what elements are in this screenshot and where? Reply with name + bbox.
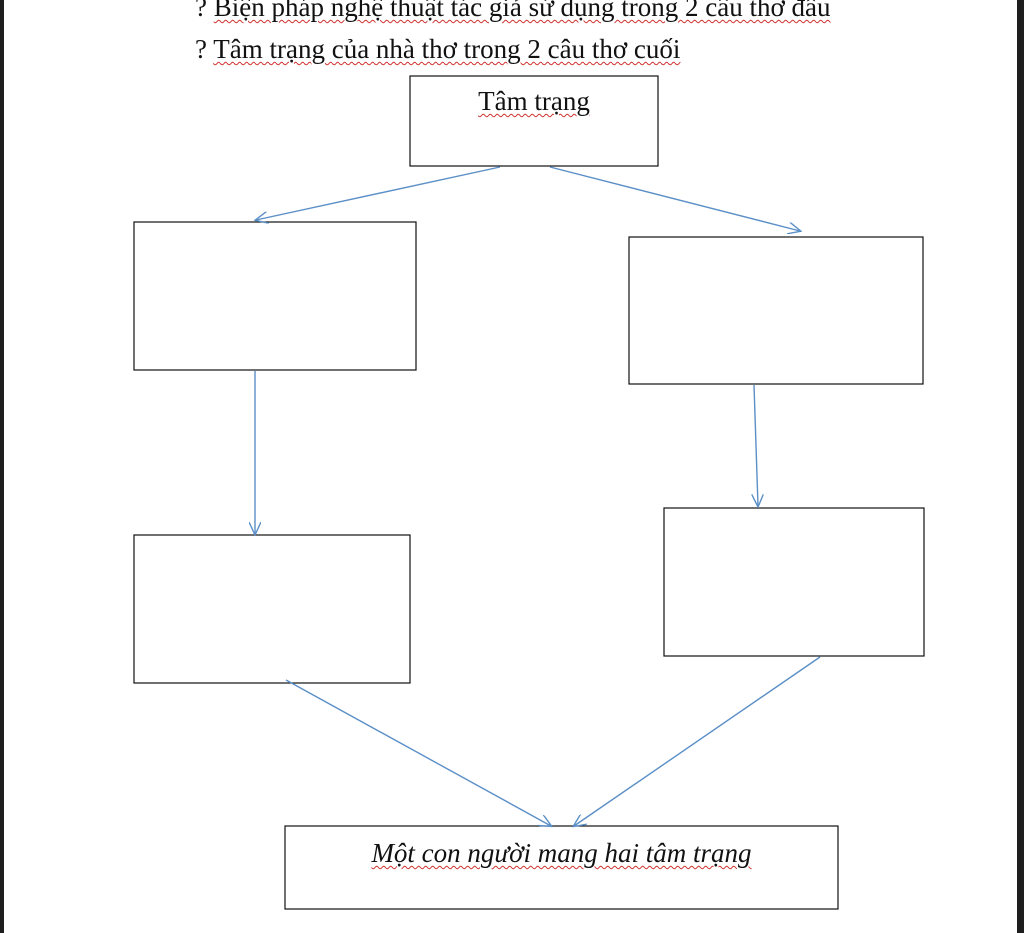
- conclusion-box-label: Một con người mang hai tâm trạng: [285, 840, 838, 867]
- root-box: [409, 75, 659, 167]
- question-1-text: Biện pháp nghệ thuật tác giả sử dụng tro…: [213, 0, 831, 22]
- left-top-box[interactable]: [133, 221, 417, 371]
- right-top-box[interactable]: [628, 236, 924, 385]
- question-1-prefix: ?: [195, 0, 214, 22]
- question-2-prefix: ?: [195, 34, 214, 64]
- root-box-label: Tâm trạng: [410, 88, 658, 115]
- arrow-root-to-left: [256, 166, 501, 220]
- arrow-root-to-right: [549, 166, 800, 231]
- question-2-text: Tâm trạng của nhà thơ trong 2 câu thơ cu…: [213, 34, 681, 64]
- left-bottom-box[interactable]: [133, 534, 411, 684]
- right-bottom-box[interactable]: [663, 507, 925, 657]
- page-right-edge: [1017, 0, 1024, 933]
- page-left-edge: [0, 0, 4, 933]
- question-line-1: ? Biện pháp nghệ thuật tác giả sử dụng t…: [195, 0, 831, 21]
- root-label-text: Tâm trạng: [478, 86, 590, 116]
- conclusion-label-text: Một con người mang hai tâm trạng: [371, 838, 752, 868]
- arrow-right-to-conclusion: [574, 656, 821, 826]
- question-line-2: ? Tâm trạng của nhà thơ trong 2 câu thơ …: [195, 36, 680, 63]
- conclusion-box: [284, 825, 839, 910]
- arrow-right-down: [754, 384, 758, 506]
- arrow-left-to-conclusion: [285, 679, 551, 826]
